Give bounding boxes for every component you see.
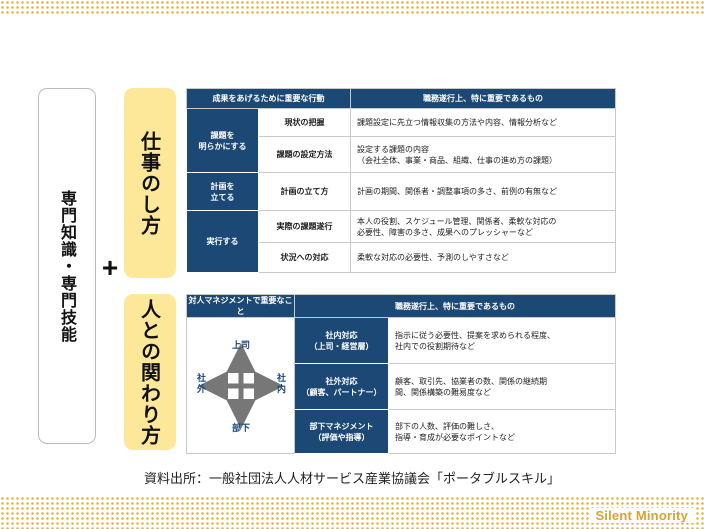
desc-cell: 顧客、取引先、協業者の数、関係の継続期 間、関係構築の難易度など xyxy=(388,363,616,410)
people-item-cell: 部下マネジメント （評価や指導） xyxy=(294,409,389,454)
action-cell: 状況への対応 xyxy=(258,242,351,273)
desc-cell: 計画の期間、関係者・調整事項の多さ、前例の有無など xyxy=(350,172,616,211)
people-item-cell: 社内対応 （上司・経営層） xyxy=(294,317,389,364)
people-header-management: 対人マネジメントで重要なこと xyxy=(186,294,295,318)
category-plan: 計画を 立てる xyxy=(186,172,259,211)
compass-arrows-icon xyxy=(198,343,284,429)
compass-down-label: 部下 xyxy=(232,424,251,434)
expertise-box: 専門知識・専門技能 xyxy=(38,88,96,444)
people-style-table: 対人マネジメントで重要なこと 職務遂行上、特に重要であるもの 上司 部下 社 外… xyxy=(186,294,616,454)
work-style-label: 仕事のし方 xyxy=(137,130,162,236)
relation-compass: 上司 部下 社 外 社 内 xyxy=(186,317,295,454)
work-header-important: 職務遂行上、特に重要であるもの xyxy=(350,88,616,109)
desc-cell: 本人の役割、スケジュール管理、関係者、柔軟な対応の 必要性、障害の多さ、成果への… xyxy=(350,210,616,243)
plus-icon: + xyxy=(101,252,119,283)
work-style-box: 仕事のし方 xyxy=(124,88,176,278)
category-clarify: 課題を 明らかにする xyxy=(186,108,259,173)
category-execute: 実行する xyxy=(186,210,259,273)
desc-cell: 柔軟な対応の必要性、予測のしやすさなど xyxy=(350,242,616,273)
top-dot-border xyxy=(0,0,704,14)
compass-left-label: 社 外 xyxy=(197,374,207,395)
expertise-label: 専門知識・専門技能 xyxy=(58,189,77,343)
compass-right-label: 社 内 xyxy=(277,374,287,395)
people-item-cell: 社外対応 （顧客、パートナー） xyxy=(294,363,389,410)
desc-cell: 部下の人数、評価の難しさ、 指導・育成が必要なポイントなど xyxy=(388,409,616,454)
people-style-box: 人との関わり方 xyxy=(124,294,176,450)
action-cell: 実際の課題遂行 xyxy=(258,210,351,243)
compass-up-label: 上司 xyxy=(232,341,251,351)
action-cell: 現状の把握 xyxy=(258,108,351,137)
desc-cell: 指示に従う必要性、提案を求められる程度、 社内での役割期待など xyxy=(388,317,616,364)
bottom-dot-border xyxy=(0,496,704,529)
work-style-table: 成果をあげるために重要な行動 職務遂行上、特に重要であるもの 課題を 明らかにす… xyxy=(186,88,616,273)
desc-cell: 課題設定に先立つ情報収集の方法や内容、情報分析など xyxy=(350,108,616,137)
work-header-actions: 成果をあげるために重要な行動 xyxy=(186,88,351,109)
people-header-important: 職務遂行上、特に重要であるもの xyxy=(294,294,616,318)
brand-logo: Silent Minority xyxy=(589,508,694,523)
action-cell: 計画の立て方 xyxy=(258,172,351,211)
action-cell: 課題の設定方法 xyxy=(258,136,351,173)
source-caption: 資料出所：一般社団法人人材サービス産業協議会「ポータブルスキル」 xyxy=(143,472,560,487)
people-style-label: 人との関わり方 xyxy=(137,298,162,446)
desc-cell: 設定する課題の内容 （会社全体、事業・商品、組織、仕事の進め方の課題） xyxy=(350,136,616,173)
